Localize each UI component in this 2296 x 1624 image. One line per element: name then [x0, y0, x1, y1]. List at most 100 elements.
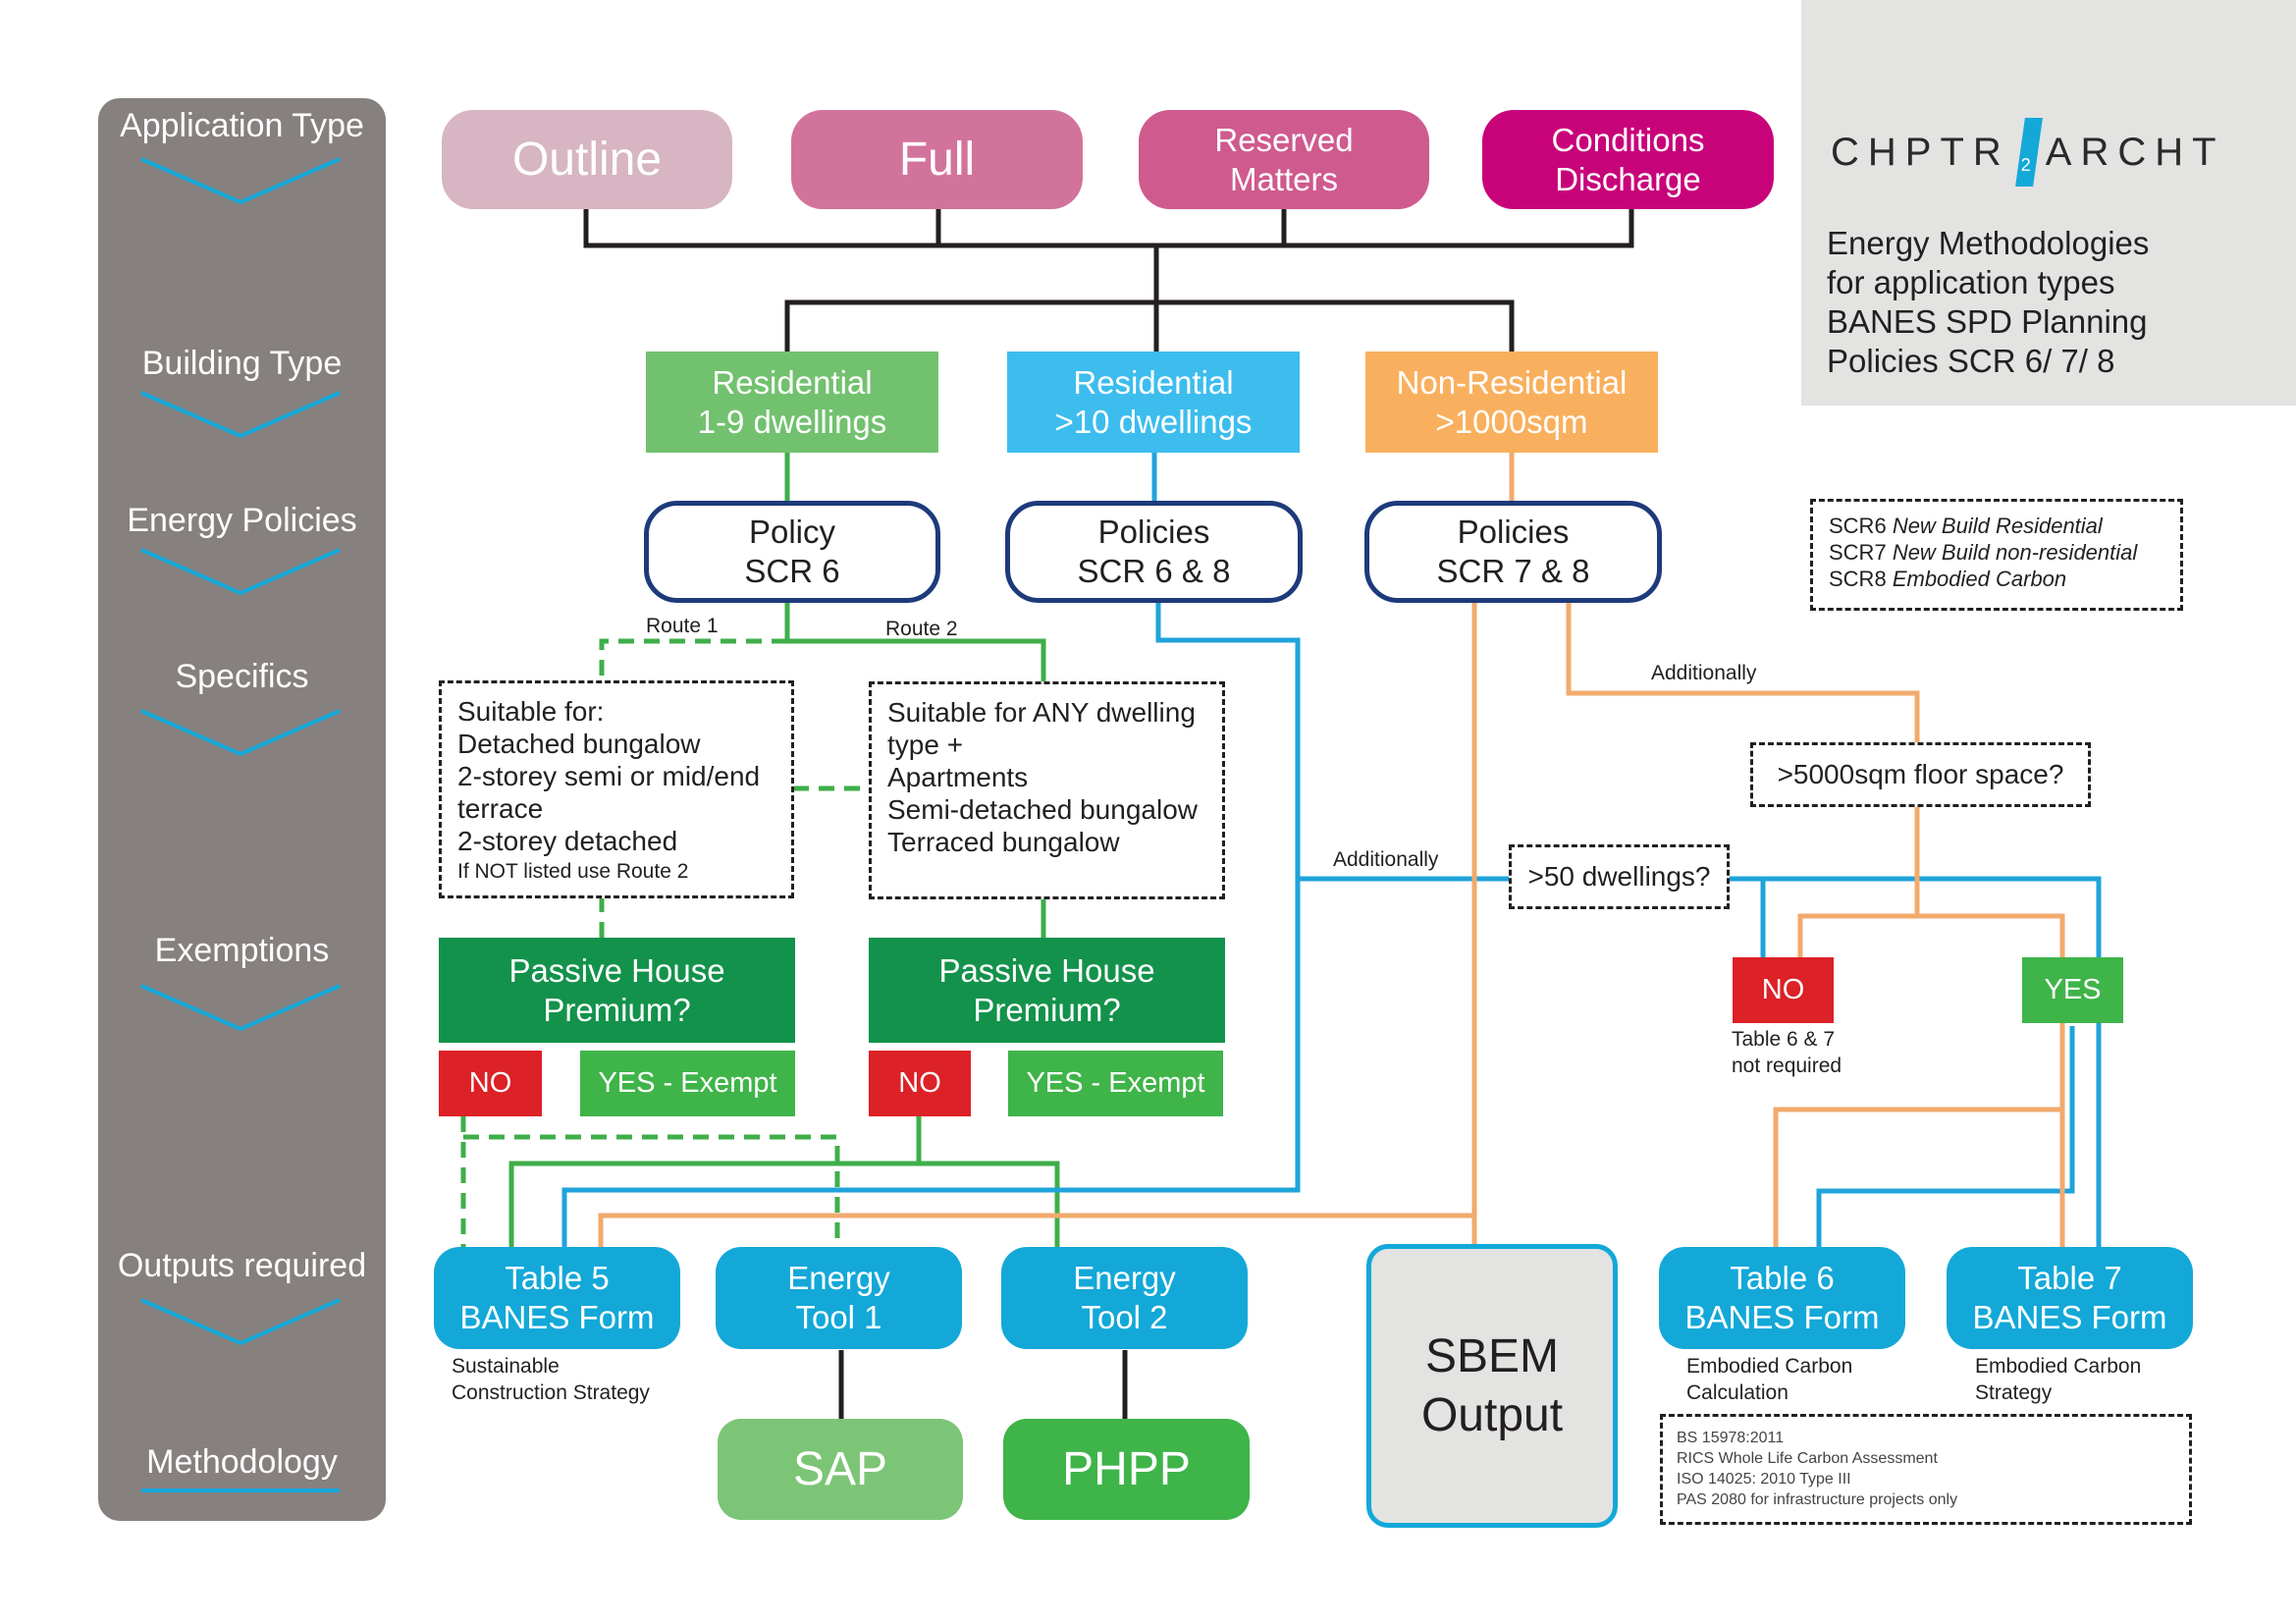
- sidebar-arrows: [140, 157, 341, 1492]
- green-dashed-connectors: [460, 638, 872, 1247]
- output-line: Table 6: [1730, 1260, 1835, 1296]
- output-line: Table 7: [2017, 1260, 2122, 1296]
- policy-line: Policies: [1097, 514, 1210, 550]
- specifics-line: Suitable for:: [457, 696, 605, 727]
- note-line: not required: [1732, 1055, 1842, 1077]
- yes-decision: YES: [2022, 957, 2123, 1023]
- building-type-line: Non-Residential: [1396, 363, 1628, 401]
- output-table-6: Table 6 BANES Form: [1659, 1247, 1905, 1349]
- specifics-line: terrace: [457, 793, 544, 824]
- output-line: BANES Form: [1684, 1299, 1880, 1335]
- policy-line: SCR 6 & 8: [1077, 553, 1231, 589]
- legend-code: SCR8: [1829, 567, 1887, 591]
- legend-code: SCR7: [1829, 540, 1887, 565]
- sidebar-label-outputs-required: Outputs required: [117, 1247, 367, 1284]
- policy-line: SCR 6: [744, 553, 840, 589]
- passive-house-route-2: Passive House Premium?: [869, 938, 1225, 1043]
- route-2-label: Route 2: [885, 618, 958, 640]
- app-type-reserved-matters: Reserved Matters: [1139, 110, 1429, 209]
- no-decision-note: Table 6 & 7 not required: [1732, 1026, 1842, 1079]
- brand-description-line: Policies SCR 6/ 7/ 8: [1827, 343, 2115, 379]
- question-floor-space: >5000sqm floor space?: [1750, 742, 2091, 807]
- building-type-residential-large: Residential >10 dwellings: [1007, 352, 1300, 453]
- output-energy-tool-1: Energy Tool 1: [716, 1247, 962, 1349]
- building-type-line: >1000sqm: [1435, 403, 1588, 440]
- output-energy-tool-2: Energy Tool 2: [1001, 1247, 1248, 1349]
- black-connectors: [583, 208, 1634, 1419]
- methodology-sap: SAP: [718, 1419, 963, 1520]
- specifics-route-1: Suitable for: Detached bungalow 2-storey…: [439, 680, 794, 898]
- note-line: Sustainable: [452, 1355, 560, 1378]
- output-line: SBEM: [1424, 1329, 1560, 1382]
- output-line: Tool 2: [1081, 1299, 1168, 1335]
- output-table-6-note: Embodied Carbon Calculation: [1686, 1353, 1852, 1406]
- note-line: Strategy: [1975, 1381, 2053, 1404]
- brand-panel: CHPTR 2 ARCHT Energy Methodologies for a…: [1801, 0, 2296, 406]
- sidebar-label-specifics: Specifics: [175, 658, 309, 695]
- no-route-2: NO: [869, 1051, 971, 1116]
- additionally-label-non-residential: Additionally: [1651, 662, 1757, 684]
- chevron-down-icon: [140, 984, 341, 1032]
- brand-description-line: BANES SPD Planning: [1827, 303, 2148, 340]
- specifics-line: Semi-detached bungalow: [887, 794, 1198, 825]
- chevron-down-icon: [140, 548, 341, 596]
- output-table-7: Table 7 BANES Form: [1947, 1247, 2193, 1349]
- standard-line: BS 15978:2011: [1677, 1430, 1785, 1446]
- policy-line: Policy: [748, 514, 836, 550]
- stage-sidebar: [98, 98, 386, 1521]
- output-line: BANES Form: [1972, 1299, 2167, 1335]
- chevron-down-icon: [140, 391, 341, 439]
- specifics-line: type +: [887, 730, 964, 760]
- brand-description-line: Energy Methodologies: [1827, 225, 2150, 261]
- policy-scr6: Policy SCR 6: [644, 501, 940, 603]
- orange-connectors: [598, 453, 2065, 1247]
- passive-house-line: Premium?: [543, 991, 691, 1028]
- logo-mark-number: 2: [2020, 155, 2031, 175]
- output-line: Tool 1: [795, 1299, 882, 1335]
- sidebar-label-methodology: Methodology: [146, 1443, 338, 1481]
- app-type-outline: Outline: [442, 110, 732, 209]
- brand-logo: CHPTR 2 ARCHT: [1831, 113, 2263, 191]
- note-line: Table 6 & 7: [1732, 1028, 1836, 1051]
- passive-house-line: Premium?: [973, 991, 1121, 1028]
- output-table-5-note: Sustainable Construction Strategy: [452, 1353, 650, 1406]
- standard-line: RICS Whole Life Carbon Assessment: [1677, 1450, 1938, 1467]
- output-table-5: Table 5 BANES Form: [434, 1247, 680, 1349]
- yes-exempt-route-1: YES - Exempt: [580, 1051, 795, 1116]
- passive-house-route-1: Passive House Premium?: [439, 938, 795, 1043]
- building-type-residential-small: Residential 1-9 dwellings: [646, 352, 938, 453]
- route-1-label: Route 1: [646, 615, 719, 637]
- legend-desc: Embodied Carbon: [1892, 567, 2067, 591]
- standards-box: BS 15978:2011 RICS Whole Life Carbon Ass…: [1660, 1414, 2192, 1525]
- specifics-line: Detached bungalow: [457, 729, 701, 759]
- output-line: Table 5: [505, 1260, 610, 1296]
- note-line: Embodied Carbon: [1686, 1355, 1853, 1378]
- methodology-phpp: PHPP: [1003, 1419, 1250, 1520]
- specifics-route-2: Suitable for ANY dwelling type + Apartme…: [869, 681, 1225, 899]
- chevron-down-icon: [140, 157, 341, 205]
- note-line: Construction Strategy: [452, 1381, 650, 1404]
- output-line: Output: [1420, 1388, 1564, 1441]
- sidebar-label-building-type: Building Type: [141, 345, 343, 382]
- logo-mark: 2: [2014, 118, 2043, 187]
- specifics-line: Apartments: [887, 762, 1029, 792]
- yes-exempt-route-2: YES - Exempt: [1008, 1051, 1223, 1116]
- building-type-non-residential: Non-Residential >1000sqm: [1365, 352, 1658, 453]
- chevron-down-icon: [140, 709, 341, 757]
- building-type-line: 1-9 dwellings: [697, 403, 887, 440]
- policy-scr7-8: Policies SCR 7 & 8: [1364, 501, 1662, 603]
- policy-legend: SCR6 New Build Residential SCR7 New Buil…: [1810, 499, 2183, 611]
- output-line: Energy: [1073, 1260, 1176, 1296]
- building-type-line: Residential: [1073, 363, 1234, 401]
- sidebar-label-exemptions: Exemptions: [154, 932, 330, 969]
- specifics-line: 2-storey semi or mid/end: [457, 761, 761, 791]
- sidebar-label-energy-policies: Energy Policies: [127, 502, 357, 539]
- specifics-note: If NOT listed use Route 2: [457, 860, 689, 883]
- brand-description-line: for application types: [1827, 264, 2115, 300]
- specifics-line: Suitable for ANY dwelling: [887, 697, 1196, 728]
- policy-line: SCR 7 & 8: [1436, 553, 1590, 589]
- additionally-label-residential: Additionally: [1333, 848, 1439, 871]
- green-connectors: [508, 453, 1060, 1247]
- specifics-line: Terraced bungalow: [887, 827, 1120, 857]
- note-line: Calculation: [1686, 1381, 1789, 1404]
